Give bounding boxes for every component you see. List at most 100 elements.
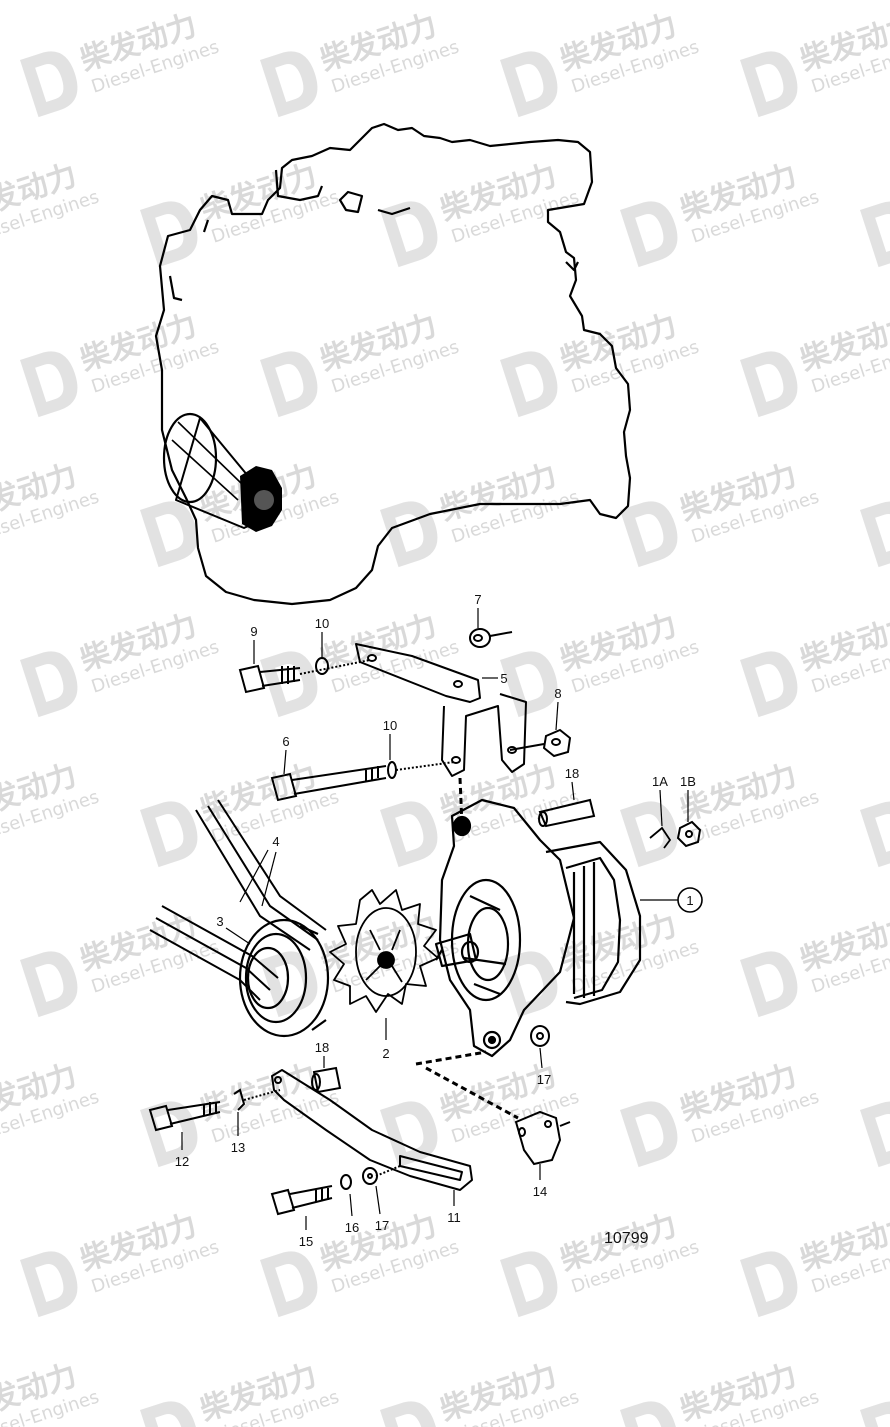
watermark-logo-icon <box>500 351 558 418</box>
watermark-logo-icon <box>260 1251 318 1318</box>
callout-1-circle <box>640 887 703 913</box>
bracket-14 <box>514 1110 571 1180</box>
watermark-logo-icon <box>20 1251 78 1318</box>
watermark-logo-icon <box>380 501 438 568</box>
watermark-logo-icon <box>500 51 558 118</box>
callout-17-lower: 17 <box>375 1218 389 1233</box>
leader-lines <box>253 608 559 775</box>
watermark-logo-icon <box>260 951 318 1018</box>
callout-3: 3 <box>216 914 223 929</box>
watermark-logo-icon <box>380 1401 438 1427</box>
callout-12: 12 <box>175 1154 189 1169</box>
watermark-logo-icon <box>860 801 890 868</box>
watermark-logo-icon <box>860 1101 890 1168</box>
spacer-18-upper <box>538 781 596 828</box>
watermark-logo-icon <box>620 1401 678 1427</box>
callout-6: 6 <box>282 734 289 749</box>
washer-17-upper <box>530 1025 550 1069</box>
alternator <box>434 798 642 1058</box>
bolt-15 <box>270 1185 333 1230</box>
watermark-logo-icon <box>260 51 318 118</box>
watermark-logo-icon <box>620 501 678 568</box>
callout-11: 11 <box>447 1210 461 1225</box>
callout-1: 1 <box>686 893 693 908</box>
alternator-pulley <box>225 918 330 1038</box>
watermark-logo-icon <box>860 201 890 268</box>
watermark-logo-icon <box>140 201 198 268</box>
watermark-logo-icon <box>740 951 798 1018</box>
watermark-logo-icon <box>20 351 78 418</box>
watermark-logo-icon <box>620 1101 678 1168</box>
callout-18-lower: 18 <box>315 1040 329 1055</box>
watermark-logo-icon <box>20 951 78 1018</box>
engine-drive-pulley <box>240 466 282 532</box>
tension-arm <box>271 1069 473 1206</box>
nut-8 <box>509 728 572 758</box>
callout-4: 4 <box>272 834 279 849</box>
callout-1b: 1B <box>680 774 696 789</box>
bolt-9 <box>238 659 371 694</box>
watermark-logo-icon <box>740 651 798 718</box>
bushing-7 <box>469 628 513 648</box>
spacer-18-lower <box>311 1056 342 1094</box>
watermark-logo-icon <box>140 1101 198 1168</box>
callout-2: 2 <box>382 1046 389 1061</box>
watermark-logo-icon <box>740 1251 798 1318</box>
watermark-logo-icon <box>620 201 678 268</box>
callout-8: 8 <box>554 686 561 701</box>
alignment-line-lower <box>415 1050 519 1120</box>
watermark-logo-icon <box>860 1401 890 1427</box>
callout-9: 9 <box>250 624 257 639</box>
watermark-logo-icon <box>500 951 558 1018</box>
watermark-logo-icon <box>500 651 558 718</box>
watermark-logo-icon <box>140 501 198 568</box>
callout-5: 5 <box>500 671 507 686</box>
callout-17-upper: 17 <box>537 1072 551 1087</box>
callout-16: 16 <box>345 1220 359 1235</box>
washer-13 <box>233 1088 281 1136</box>
watermark-logo-icon <box>140 801 198 868</box>
watermark-logo-icon <box>740 51 798 118</box>
watermark-logo-icon <box>620 801 678 868</box>
watermark-logo-icon <box>380 801 438 868</box>
callout-15: 15 <box>299 1234 313 1249</box>
watermark-logo-icon <box>380 1101 438 1168</box>
watermark-logo-icon <box>20 651 78 718</box>
bolt-6 <box>270 761 455 802</box>
callout-labels: 1 1A 1B 2 3 4 5 6 7 8 9 10 10 11 12 13 1… <box>175 592 696 1249</box>
watermark-logo-icon <box>380 201 438 268</box>
adjusting-bracket <box>355 643 527 777</box>
washer-1a <box>649 789 672 849</box>
